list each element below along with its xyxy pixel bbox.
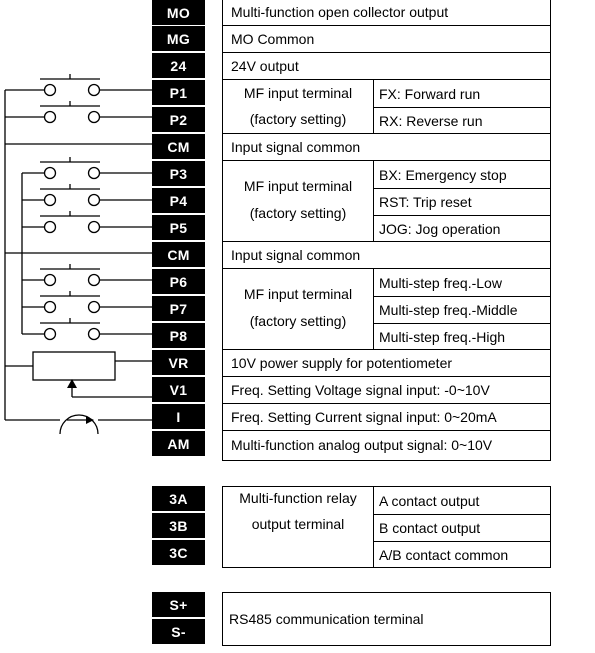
terminal-i: I [152, 404, 205, 429]
group-p3-p5-label-1: MF input terminal [243, 178, 353, 194]
group-divider [373, 161, 374, 241]
current-source [5, 414, 152, 435]
group-p1-p2: MF input terminal (factory setting) FX: … [222, 79, 551, 134]
func-b-contact: B contact output [373, 514, 550, 541]
desc-cm2: Input signal common [222, 241, 551, 269]
group-p3-p5-label-2: (factory setting) [249, 205, 347, 221]
terminal-mg: MG [152, 26, 205, 51]
switch-p6 [22, 264, 152, 287]
terminal-cm1: CM [152, 134, 205, 159]
terminal-am: AM [152, 431, 205, 456]
potentiometer [5, 351, 152, 398]
desc-cm1: Input signal common [222, 133, 551, 161]
func-step-low: Multi-step freq.-Low [379, 274, 502, 291]
switch-p5 [22, 211, 152, 234]
current-arrow-icon [86, 416, 94, 424]
terminal-p6: P6 [152, 269, 205, 294]
terminal-p1: P1 [152, 80, 205, 105]
desc-24: 24V output [222, 52, 551, 80]
func-rx: RX: Reverse run [373, 107, 550, 134]
group-p1-p2-label-2: (factory setting) [249, 111, 347, 127]
group-p6-p8: MF input terminal (factory setting) Mult… [222, 268, 551, 350]
terminal-3a: 3A [152, 486, 205, 511]
func-bx: BX: Emergency stop [379, 166, 507, 183]
desc-i: Freq. Setting Current signal input: 0~20… [222, 403, 551, 431]
func-rst: RST: Trip reset [373, 188, 550, 215]
terminal-mo: MO [152, 0, 205, 25]
func-ab-common: A/B contact common [373, 541, 550, 568]
terminal-p7: P7 [152, 296, 205, 321]
switch-p1 [5, 74, 152, 97]
func-a-contact: A contact output [379, 492, 480, 509]
terminal-p3: P3 [152, 161, 205, 186]
group-p1-p2-label-1: MF input terminal [243, 85, 353, 101]
terminal-v1: V1 [152, 377, 205, 402]
func-step-middle: Multi-step freq.-Middle [373, 296, 550, 323]
switch-p3 [22, 157, 152, 180]
wiper-arrow-icon [67, 379, 77, 388]
wiring-schematic [4, 74, 152, 435]
group-p6-p8-label-1: MF input terminal [243, 286, 353, 302]
terminal-cm2: CM [152, 242, 205, 267]
terminal-p2: P2 [152, 107, 205, 132]
desc-mo: Multi-function open collector output [222, 0, 551, 26]
terminal-p5: P5 [152, 215, 205, 240]
terminal-s-minus: S- [152, 619, 205, 644]
desc-vr: 10V power supply for potentiometer [222, 349, 551, 377]
group-divider [373, 80, 374, 133]
desc-v1: Freq. Setting Voltage signal input: -0~1… [222, 376, 551, 404]
func-jog: JOG: Jog operation [373, 215, 550, 242]
terminal-3b: 3B [152, 513, 205, 538]
desc-mg: MO Common [222, 25, 551, 53]
func-step-high: Multi-step freq.-High [373, 323, 550, 350]
group-divider [373, 487, 374, 567]
group-relay: Multi-function relay output terminal A c… [222, 486, 551, 568]
group-p6-p8-label-2: (factory setting) [249, 313, 347, 329]
desc-rs485: RS485 communication terminal [222, 592, 551, 646]
group-divider [373, 269, 374, 349]
switch-p4 [22, 184, 152, 207]
terminal-s-plus: S+ [152, 592, 205, 617]
relay-label-2: output terminal [251, 516, 345, 532]
relay-label-1: Multi-function relay [239, 490, 357, 506]
func-fx: FX: Forward run [379, 85, 481, 102]
terminal-vr: VR [152, 350, 205, 375]
group-p3-p5: MF input terminal (factory setting) BX: … [222, 160, 551, 242]
switch-p7 [22, 291, 152, 314]
desc-am: Multi-function analog output signal: 0~1… [222, 430, 551, 461]
terminal-p4: P4 [152, 188, 205, 213]
terminal-24: 24 [152, 53, 205, 78]
terminal-p8: P8 [152, 323, 205, 348]
terminal-3c: 3C [152, 540, 205, 565]
switch-p2 [5, 101, 152, 124]
switch-p8 [22, 318, 152, 341]
